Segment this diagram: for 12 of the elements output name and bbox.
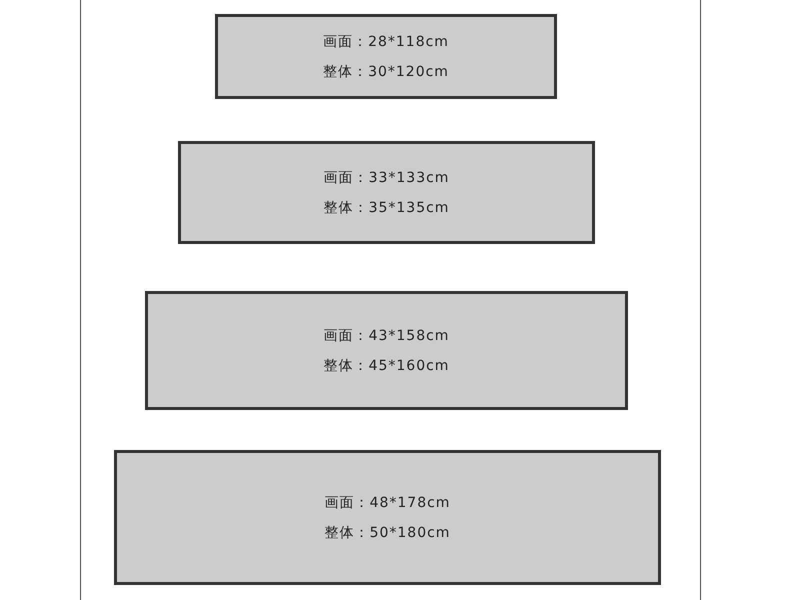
- size-panel: [215, 14, 557, 99]
- size-text: 整体：50*180cm: [324, 524, 450, 540]
- size-panel: [145, 291, 628, 410]
- size-panel: [114, 450, 661, 585]
- size-panel: [178, 141, 595, 244]
- size-text: 整体：30*120cm: [323, 64, 449, 80]
- size-text: 画面：48*178cm: [324, 494, 450, 510]
- size-text: 整体：45*160cm: [324, 358, 450, 374]
- size-text: 画面：33*133cm: [324, 170, 450, 186]
- size-text: 画面：28*118cm: [323, 34, 449, 50]
- size-text: 整体：35*135cm: [324, 200, 450, 216]
- size-text: 画面：43*158cm: [324, 328, 450, 344]
